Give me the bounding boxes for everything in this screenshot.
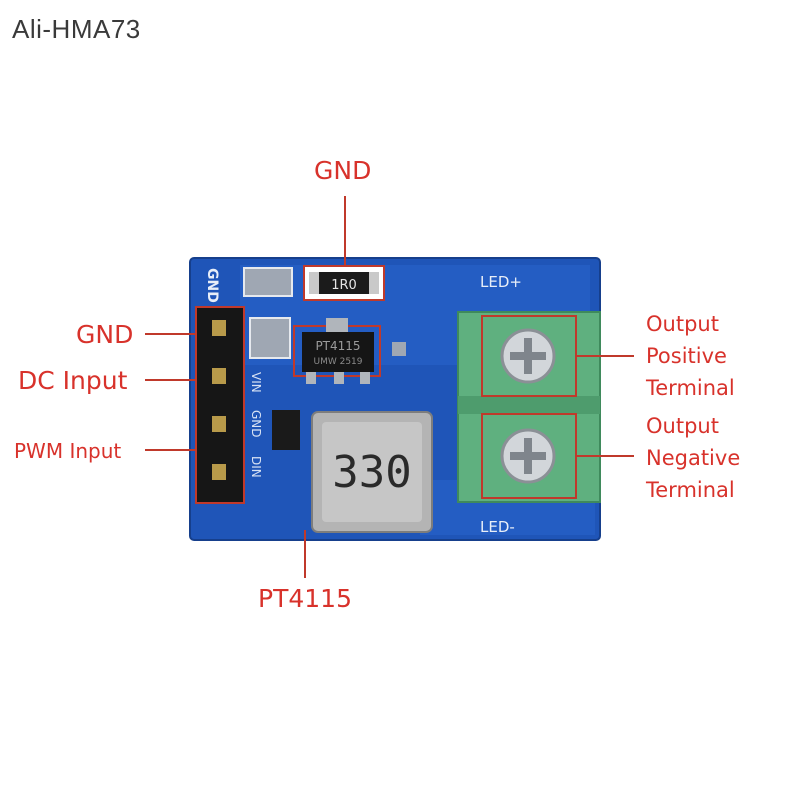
leader-lines [145, 196, 634, 578]
label-output-negative-line3: Terminal [646, 478, 735, 502]
label-pt4115: PT4115 [258, 584, 352, 613]
chip-body [302, 332, 374, 372]
label-output-negative-line1: Output [646, 414, 719, 438]
diode [272, 410, 300, 450]
silk-gnd2: GND [249, 410, 263, 438]
watermark: Ali-HMA73 [12, 14, 141, 44]
pin-3 [212, 416, 226, 432]
silk-gnd-left: GND [204, 268, 220, 303]
label-gnd-top: GND [314, 156, 372, 185]
silk-led-plus: LED+ [480, 273, 522, 291]
label-gnd-left: GND [76, 320, 134, 349]
label-output-negative-line2: Negative [646, 446, 741, 470]
chip-code: UMW 2519 [313, 357, 362, 367]
screw-positive [500, 328, 556, 384]
pad-top-left [243, 267, 293, 297]
inductor-marking: 330 [332, 447, 411, 498]
silk-vin: VIN [249, 372, 263, 393]
pin-1 [212, 320, 226, 336]
silk-din: DIN [249, 456, 263, 478]
label-output-negative: Output Negative Terminal [646, 410, 740, 506]
silk-led-minus: LED- [480, 518, 515, 536]
label-output-positive-line1: Output [646, 312, 719, 336]
screw-negative [500, 428, 556, 484]
label-pwm-input: PWM Input [14, 439, 122, 463]
chip-marking: PT4115 [315, 339, 360, 353]
pin-header [196, 307, 244, 503]
label-dc-input: DC Input [18, 366, 128, 395]
pin-2 [212, 368, 226, 384]
resistor-body [318, 272, 370, 294]
label-output-positive-line2: Positive [646, 344, 727, 368]
header-pins [212, 320, 226, 480]
pin-4 [212, 464, 226, 480]
label-output-positive-line3: Terminal [646, 376, 735, 400]
pad-mid-left [249, 317, 291, 359]
label-output-positive: Output Positive Terminal [646, 308, 735, 404]
pin-header-highlight-box [195, 306, 245, 504]
resistor-marking: 1R0 [331, 278, 357, 293]
